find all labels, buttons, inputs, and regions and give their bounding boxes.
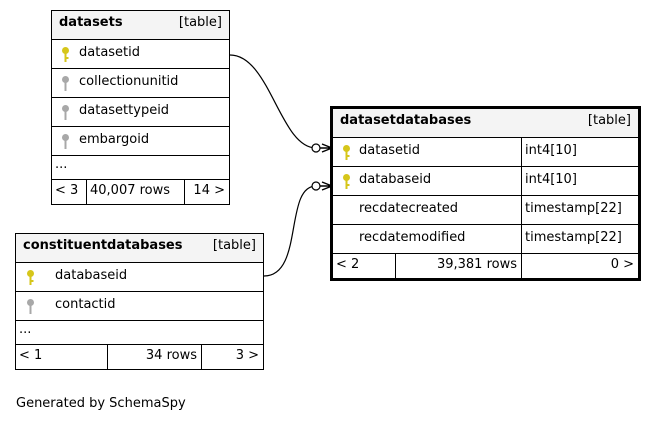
column-name: collectionunitid: [79, 74, 179, 89]
parents-count: < 3: [55, 183, 79, 198]
more-columns-ellipsis: ...: [16, 321, 263, 345]
table-tag: [table]: [587, 113, 631, 128]
parents-count: < 1: [19, 348, 43, 363]
children-count: 0 >: [610, 257, 634, 272]
column-type: int4[10]: [525, 143, 577, 158]
column-name: embargoid: [79, 132, 150, 147]
column-type: timestamp[22]: [525, 230, 622, 245]
column-type: timestamp[22]: [525, 201, 622, 216]
link-constituentdatabases-databaseid: [263, 185, 317, 277]
table-footer: < 3 40,007 rows 14 >: [52, 180, 229, 204]
column-type: int4[10]: [525, 172, 577, 187]
primary-key-icon: [343, 174, 350, 189]
column-name: datasetid: [79, 45, 141, 60]
table-header: datasetdatabases [table]: [333, 109, 638, 138]
column-name: datasettypeid: [79, 103, 170, 118]
column-row[interactable]: databaseid int4[10]: [333, 167, 638, 196]
table-name: datasets: [59, 15, 123, 30]
column-name: datasetid: [359, 143, 421, 158]
column-row[interactable]: datasettypeid: [52, 98, 229, 127]
table-tag: [table]: [212, 238, 256, 253]
parents-link[interactable]: < 2: [333, 254, 395, 278]
table-constituentdatabases[interactable]: constituentdatabases [table] databaseid …: [15, 233, 264, 370]
column-row[interactable]: embargoid: [52, 127, 229, 156]
row-count-text: 40,007 rows: [90, 183, 171, 198]
parents-link[interactable]: < 3: [52, 180, 86, 204]
table-datasetdatabases[interactable]: datasetdatabases [table] datasetid int4[…: [330, 106, 641, 281]
table-footer: < 1 34 rows 3 >: [16, 345, 263, 369]
children-link[interactable]: 0 >: [522, 254, 638, 278]
ellipsis-text: ...: [55, 157, 68, 172]
link-end-circle: [311, 143, 321, 153]
column-row[interactable]: collectionunitid: [52, 69, 229, 98]
column-name: databaseid: [359, 172, 432, 187]
parents-link[interactable]: < 1: [16, 345, 107, 369]
children-link[interactable]: 14 >: [185, 180, 229, 204]
link-end-circle: [311, 181, 321, 191]
foreign-key-icon: [62, 76, 69, 91]
foreign-key-icon: [62, 105, 69, 120]
column-name: recdatemodified: [359, 230, 466, 245]
children-link[interactable]: 3 >: [202, 345, 263, 369]
row-count: 39,381 rows: [396, 254, 521, 278]
row-count: 34 rows: [108, 345, 201, 369]
children-count: 14 >: [193, 183, 225, 198]
column-row[interactable]: datasetid int4[10]: [333, 138, 638, 167]
column-row[interactable]: databaseid: [16, 263, 263, 292]
foreign-key-icon: [27, 299, 34, 314]
more-columns-ellipsis: ...: [52, 156, 229, 180]
table-tag: [table]: [178, 15, 222, 30]
column-row[interactable]: recdatecreated timestamp[22]: [333, 196, 638, 225]
children-count: 3 >: [235, 348, 259, 363]
column-row[interactable]: datasetid: [52, 40, 229, 69]
row-count-text: 39,381 rows: [436, 257, 517, 272]
column-row[interactable]: contactid: [16, 292, 263, 321]
row-count-text: 34 rows: [145, 348, 197, 363]
table-name: datasetdatabases: [340, 113, 472, 128]
row-count: 40,007 rows: [87, 180, 184, 204]
table-datasets[interactable]: datasets [table] datasetid collectionuni…: [51, 10, 230, 205]
column-row[interactable]: recdatemodified timestamp[22]: [333, 225, 638, 254]
ellipsis-text: ...: [19, 322, 32, 337]
generated-by-text: Generated by SchemaSpy: [16, 396, 186, 411]
primary-key-icon: [27, 270, 34, 285]
primary-key-icon: [62, 47, 69, 62]
column-name: contactid: [55, 297, 116, 312]
foreign-key-icon: [62, 134, 69, 149]
column-name: databaseid: [55, 268, 128, 283]
table-name: constituentdatabases: [23, 238, 183, 253]
parents-count: < 2: [336, 257, 360, 272]
table-header: datasets [table]: [52, 11, 229, 40]
table-footer: < 2 39,381 rows 0 >: [333, 254, 638, 278]
link-datasets-datasetid: [229, 54, 317, 149]
table-header: constituentdatabases [table]: [16, 234, 263, 263]
primary-key-icon: [343, 145, 350, 160]
column-name: recdatecreated: [359, 201, 459, 216]
